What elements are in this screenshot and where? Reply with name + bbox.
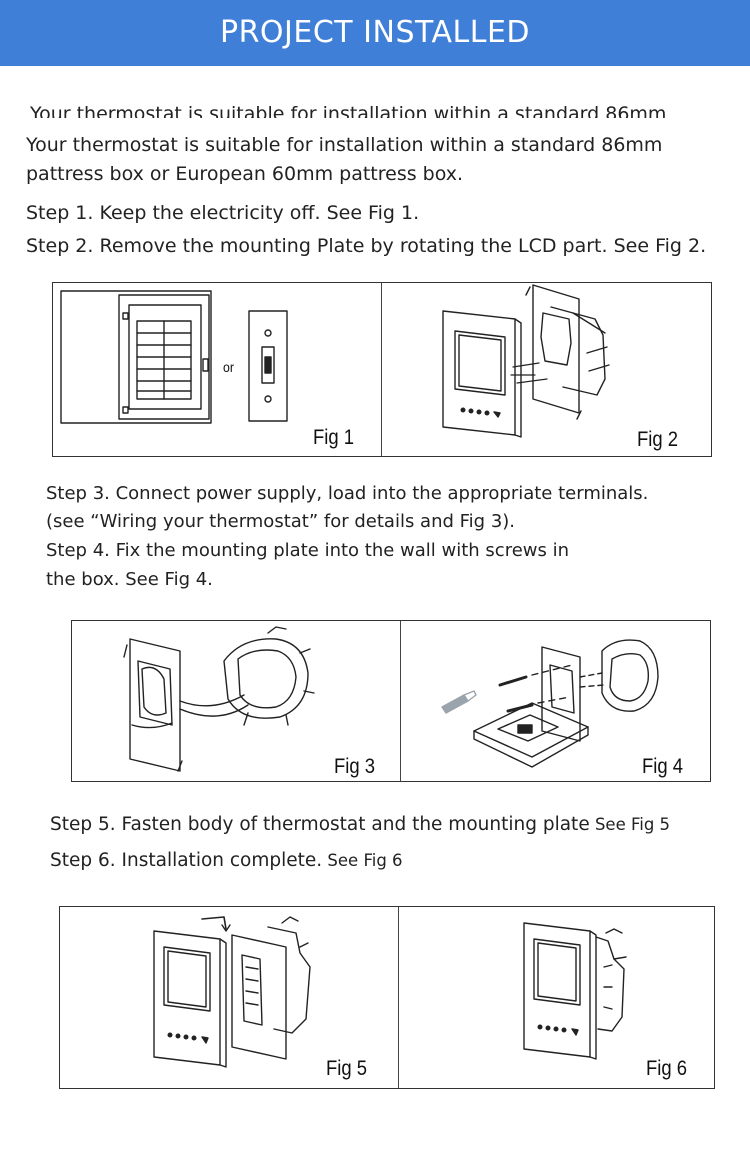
step-3-text-line-2: (see “Wiring your thermostat” for detail… bbox=[46, 511, 516, 532]
fig1-breaker-panel-drawing bbox=[60, 290, 288, 424]
fig6-label: Fig 6 bbox=[646, 1057, 688, 1080]
fig5-mounting-plate bbox=[231, 934, 287, 1060]
intro-line-2: pattress box or European 60mm pattress b… bbox=[26, 163, 464, 185]
fig1-hinge-bottom bbox=[122, 406, 129, 414]
fig2-wall-box bbox=[550, 306, 606, 396]
fig4-screw-1 bbox=[498, 675, 528, 687]
fig2-lcd-screen bbox=[454, 330, 506, 396]
fig1-panel-door bbox=[118, 294, 210, 420]
step-5-text: Step 5. Fasten body of thermostat and th… bbox=[50, 810, 670, 839]
fig5-arrow bbox=[201, 916, 227, 930]
fig5-lcd-screen bbox=[163, 946, 211, 1012]
page-title-banner: PROJECT INSTALLED bbox=[0, 0, 750, 66]
fig6-wall-box bbox=[595, 936, 625, 1032]
fig1-label: Fig 1 bbox=[313, 426, 355, 449]
fig3-mounting-plate bbox=[129, 638, 181, 772]
fig6-lcd-screen bbox=[533, 938, 581, 1006]
fig2-label: Fig 2 bbox=[637, 428, 679, 451]
figure-panel-3-4: Fig 3 Fig 4 bbox=[71, 620, 711, 782]
step-4-text-line-2: the box. See Fig 4. bbox=[46, 569, 213, 590]
fig1-or-text: or bbox=[223, 359, 234, 375]
fig1-hinge-top bbox=[122, 312, 129, 320]
panel-divider bbox=[381, 283, 382, 456]
step-4-text-line-1: Step 4. Fix the mounting plate into the … bbox=[46, 540, 570, 561]
fig4-screwdriver bbox=[441, 694, 469, 714]
step-1-text: Step 1. Keep the electricity off. See Fi… bbox=[26, 202, 420, 224]
step-3-text-line-1: Step 3. Connect power supply, load into … bbox=[46, 483, 649, 504]
step-6-text: Step 6. Installation complete. See Fig 6 bbox=[50, 846, 403, 875]
fig1-inner-panel bbox=[128, 304, 202, 410]
step-6-fig-ref: See Fig 6 bbox=[322, 851, 403, 870]
fig5-label: Fig 5 bbox=[326, 1057, 368, 1080]
fig1-panel-box bbox=[60, 290, 212, 424]
fig4-label: Fig 4 bbox=[642, 755, 684, 778]
fig2-thermostat-rotate-drawing bbox=[442, 284, 610, 438]
fig6-installed-drawing bbox=[523, 922, 627, 1060]
fig4-mounting-plate bbox=[541, 646, 581, 742]
fig1-wall-switch-plate bbox=[248, 310, 288, 422]
clipped-intro-text: Your thermostat is suitable for installa… bbox=[30, 103, 667, 118]
fig1-latch bbox=[202, 358, 209, 372]
step-5-fig-ref: See Fig 5 bbox=[589, 815, 671, 834]
page-title: PROJECT INSTALLED bbox=[220, 15, 530, 50]
step-6-main: Step 6. Installation complete. bbox=[50, 850, 323, 871]
step-2-text: Step 2. Remove the mounting Plate by rot… bbox=[26, 235, 707, 257]
intro-line-1: Your thermostat is suitable for installa… bbox=[26, 134, 663, 156]
fig2-thermostat-body bbox=[442, 310, 516, 436]
fig4-screw-2 bbox=[506, 703, 534, 713]
fig3-wall-box bbox=[223, 638, 309, 719]
fig5-wall-box bbox=[267, 926, 311, 1034]
panel-divider bbox=[400, 621, 401, 781]
figure-panel-1-2: or Fig 1 Fig 2 bbox=[52, 282, 712, 457]
step-5-main: Step 5. Fasten body of thermostat and th… bbox=[50, 814, 590, 835]
fig5-fasten-body-drawing bbox=[153, 916, 311, 1068]
panel-divider bbox=[398, 907, 399, 1088]
fig4-wall-box bbox=[601, 639, 659, 712]
fig2-mounting-plate bbox=[532, 284, 580, 414]
clipped-intro-line: Your thermostat is suitable for installa… bbox=[30, 98, 710, 118]
fig4-screw-mount-drawing bbox=[441, 639, 659, 768]
fig3-wiring-drawing bbox=[123, 626, 315, 772]
fig3-label: Fig 3 bbox=[334, 755, 376, 778]
figure-panel-5-6: Fig 5 Fig 6 bbox=[59, 906, 715, 1089]
fig3-wires bbox=[131, 694, 249, 729]
fig1-switch-toggle bbox=[261, 346, 275, 384]
